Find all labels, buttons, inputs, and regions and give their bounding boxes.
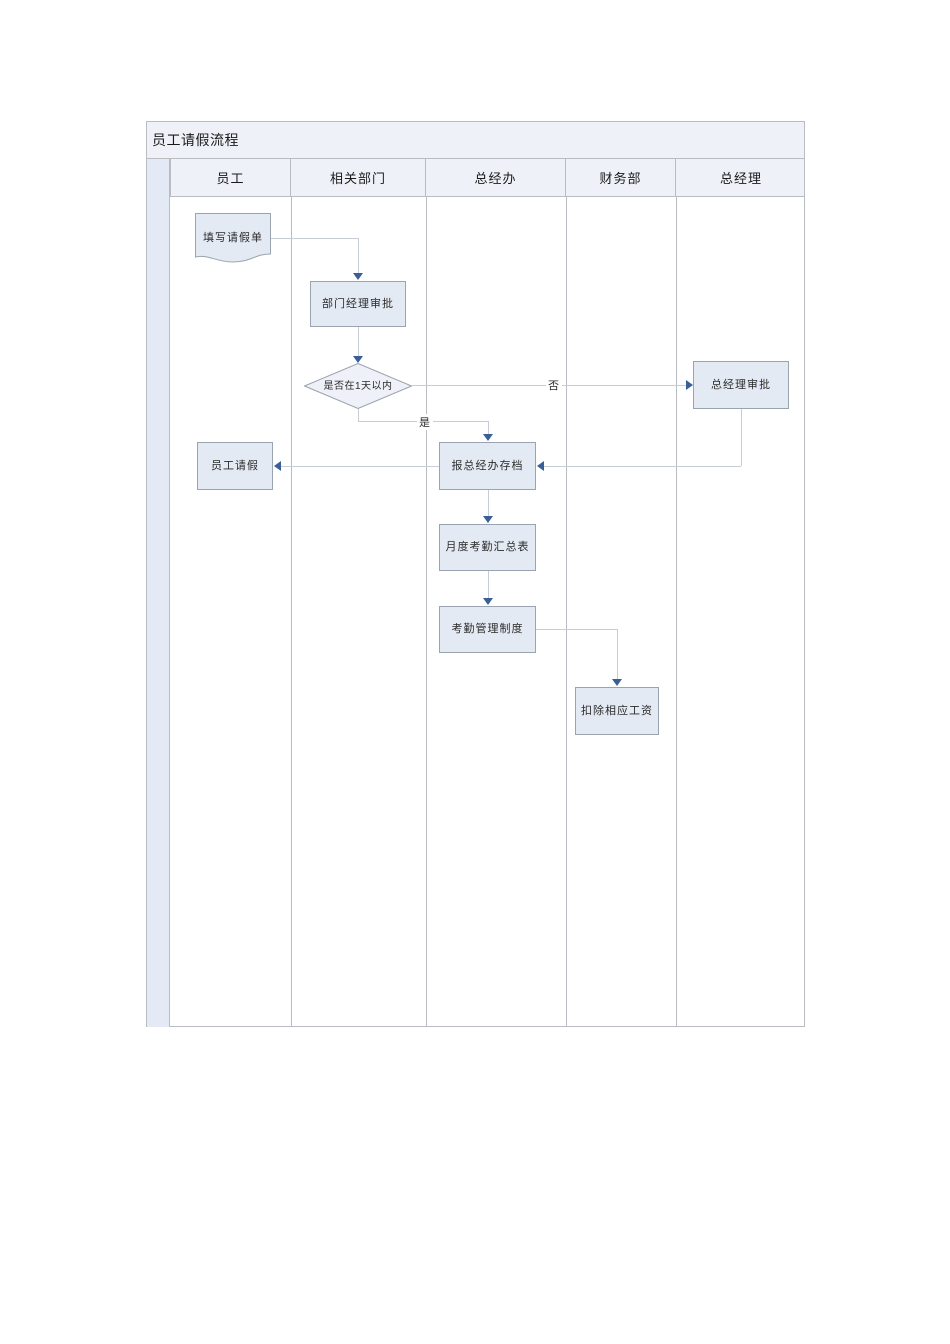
lane-divider-2 (426, 197, 427, 1027)
lane-header-gm: 总经理 (719, 171, 762, 186)
connector-file-to-leave (281, 466, 439, 467)
node-label: 报总经办存档 (451, 459, 524, 472)
node-employee-leave[interactable]: 员工请假 (197, 442, 273, 490)
arrow-file-to-leave (274, 461, 281, 471)
arrow-no-to-gm (686, 380, 693, 390)
connector-yes-v2 (488, 421, 489, 435)
connector-summary-to-policy (488, 571, 489, 599)
node-monthly-summary[interactable]: 月度考勤汇总表 (439, 524, 536, 571)
node-within-one-day[interactable]: 是否在1天以内 (304, 363, 412, 409)
node-gm-approve[interactable]: 总经理审批 (693, 361, 789, 409)
lane-divider-4 (676, 197, 677, 1027)
connector-yes-v1 (358, 409, 359, 421)
lane-divider-3 (566, 197, 567, 1027)
connector-policy-to-deduct-v (617, 629, 618, 680)
arrow-policy-to-deduct (612, 679, 622, 686)
node-label: 总经理审批 (711, 378, 771, 391)
flow-canvas: 否 是 填写请假单 部门 (147, 122, 806, 1028)
flowchart-container: 员工请假流程 员工 相关部门 总经办 财务部 总经理 否 是 (146, 121, 805, 1027)
lane-header-finance: 财务部 (566, 159, 676, 196)
page-title: 员工请假流程 (152, 132, 239, 148)
lane-header-employee: 员工 (170, 159, 291, 196)
edge-label-yes: 是 (417, 414, 433, 430)
document-shape-icon (195, 213, 271, 263)
arrow-yes-to-file (483, 434, 493, 441)
connector-gm-to-file-h (544, 466, 741, 467)
lane-header-row: 员工 相关部门 总经办 财务部 总经理 (147, 159, 804, 197)
lane-divider-1 (291, 197, 292, 1027)
node-attendance-policy[interactable]: 考勤管理制度 (439, 606, 536, 653)
decision-diamond-icon (304, 363, 412, 409)
lane-spacer-column (147, 159, 170, 1027)
diagram-title-bar: 员工请假流程 (147, 122, 804, 159)
node-label: 扣除相应工资 (581, 704, 653, 717)
lane-header-department: 相关部门 (291, 159, 426, 196)
lane-header-gm-office: 总经办 (426, 159, 566, 196)
connector-file-to-summary (488, 490, 489, 517)
connector-dept-to-decision (358, 327, 359, 356)
node-file-to-gm-office[interactable]: 报总经办存档 (439, 442, 536, 490)
node-fill-leave-form[interactable]: 填写请假单 (195, 213, 271, 263)
node-deduct-salary[interactable]: 扣除相应工资 (575, 687, 659, 735)
arrow-gm-to-file (537, 461, 544, 471)
node-label: 考勤管理制度 (451, 623, 524, 636)
arrow-dept-to-decision (353, 356, 363, 363)
arrow-form-to-dept (353, 273, 363, 280)
arrow-summary-to-policy (483, 598, 493, 605)
node-label: 是否在1天以内 (323, 380, 393, 392)
connector-policy-to-deduct-h (536, 629, 617, 630)
connector-gm-to-file-v (741, 409, 742, 466)
node-dept-manager-approve[interactable]: 部门经理审批 (310, 281, 406, 327)
connector-form-to-dept-h (271, 238, 358, 239)
node-label: 员工请假 (211, 459, 259, 472)
node-label: 部门经理审批 (322, 297, 394, 310)
arrow-file-to-summary (483, 516, 493, 523)
edge-label-no: 否 (546, 377, 562, 393)
node-label: 填写请假单 (203, 231, 263, 244)
connector-form-to-dept-v (358, 238, 359, 274)
node-label: 月度考勤汇总表 (445, 541, 530, 554)
